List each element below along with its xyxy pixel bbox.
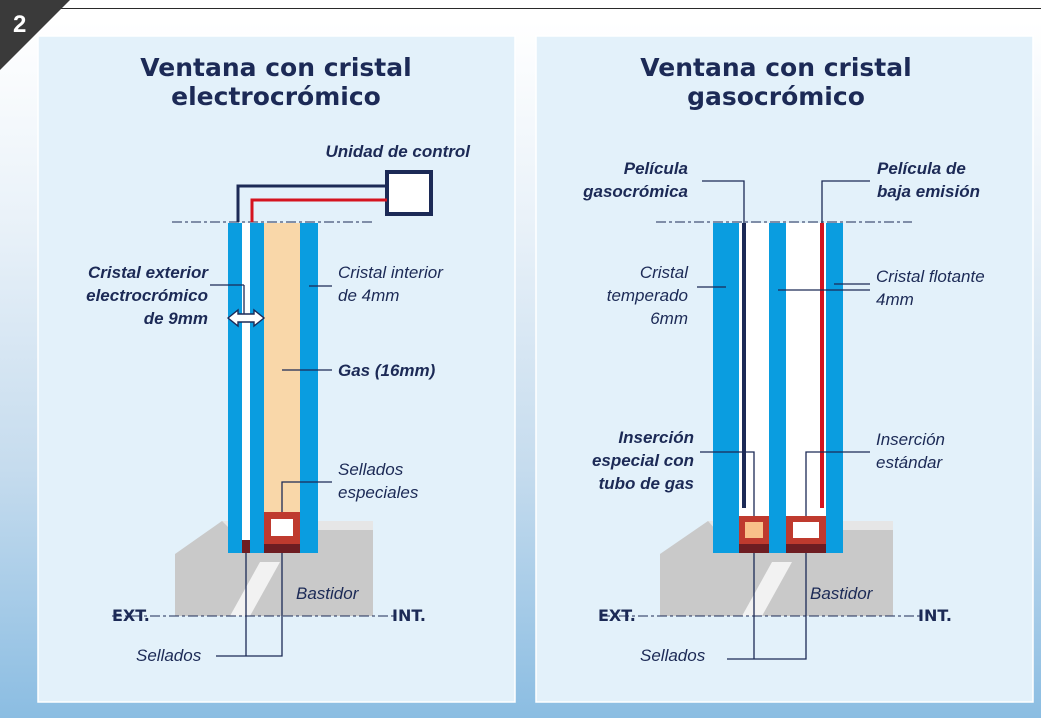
gasochromic-panel: Ventana con cristal gasocrómico Pelí bbox=[535, 35, 1034, 703]
electrochromic-panel: Ventana con cristal electrocrómico U bbox=[37, 35, 516, 703]
control-unit-box bbox=[385, 170, 433, 216]
tempered-glass-label-3: 6mm bbox=[650, 309, 688, 328]
standard-insert-label-2: estándar bbox=[876, 453, 943, 472]
interior-side-label: INT. bbox=[918, 606, 952, 625]
special-insert-seal bbox=[739, 544, 769, 553]
panel-title-line1: Ventana con cristal bbox=[640, 53, 911, 82]
standard-insert-core bbox=[793, 522, 819, 538]
control-unit-label: Unidad de control bbox=[326, 142, 472, 161]
figure-number: 2 bbox=[13, 11, 26, 38]
panel-title-line2: electrocrómico bbox=[171, 82, 381, 111]
exterior-glass-label-3: de 9mm bbox=[144, 309, 208, 328]
panel-title-line1: Ventana con cristal bbox=[140, 53, 411, 82]
panel-title-line2: gasocrómico bbox=[687, 82, 865, 111]
gasochromic-film bbox=[742, 223, 746, 508]
special-seals-label-2: especiales bbox=[338, 483, 419, 502]
seals-leader-right bbox=[216, 553, 283, 657]
control-wire-red bbox=[250, 198, 387, 222]
interior-glass-label-1: Cristal interior bbox=[338, 263, 444, 282]
exterior-glass-label-1: Cristal exterior bbox=[88, 263, 209, 282]
gas-tube bbox=[745, 522, 763, 538]
low-e-film-leader bbox=[821, 180, 870, 223]
standard-insert-leader bbox=[805, 451, 870, 516]
gasochromic-film-leader bbox=[702, 180, 745, 223]
float-glass-label-1: Cristal flotante bbox=[876, 267, 985, 286]
gasochromic-film-label-1: Película bbox=[624, 159, 688, 178]
seals-label: Sellados bbox=[136, 646, 202, 665]
low-e-film-label-1: Película de bbox=[877, 159, 966, 178]
float-glass bbox=[826, 223, 843, 553]
tempered-glass bbox=[713, 223, 739, 553]
electrochromic-layer bbox=[242, 223, 250, 553]
interior-glass bbox=[300, 223, 318, 553]
figure-number-badge bbox=[0, 0, 70, 70]
special-insert-leader bbox=[700, 451, 755, 516]
frame-label: Bastidor bbox=[810, 584, 874, 603]
exterior-glass-label-2: electrocrómico bbox=[86, 286, 208, 305]
frame-drain-channel bbox=[230, 562, 280, 616]
tempered-glass-label-2: temperado bbox=[607, 286, 688, 305]
special-seals-label-1: Sellados bbox=[338, 460, 404, 479]
spacer-core bbox=[271, 519, 293, 536]
top-frame-line bbox=[60, 8, 1041, 9]
edge-seal bbox=[242, 540, 250, 553]
interior-side-label: INT. bbox=[392, 606, 426, 625]
exterior-glass-inner bbox=[250, 223, 264, 553]
interior-glass-label-2: de 4mm bbox=[338, 286, 399, 305]
float-glass-label-2: 4mm bbox=[876, 290, 914, 309]
thickness-arrow-icon bbox=[226, 308, 266, 328]
standard-insert-seal bbox=[786, 544, 826, 553]
seals-leader-right bbox=[727, 553, 807, 660]
gas-label: Gas (16mm) bbox=[338, 361, 436, 380]
special-insert-label-3: tubo de gas bbox=[599, 474, 694, 493]
special-insert-label-1: Inserción bbox=[618, 428, 694, 447]
tempered-glass-label-1: Cristal bbox=[640, 263, 689, 282]
exterior-side-label: EXT. bbox=[598, 606, 636, 625]
gasochromic-film-label-2: gasocrómica bbox=[582, 182, 688, 201]
control-wire-dark bbox=[236, 184, 387, 222]
low-e-film-label-2: baja emisión bbox=[877, 182, 980, 201]
special-seals-leader bbox=[281, 481, 332, 512]
standard-insert-label-1: Inserción bbox=[876, 430, 945, 449]
special-insert-label-2: especial con bbox=[592, 451, 694, 470]
frame-label: Bastidor bbox=[296, 584, 360, 603]
exterior-side-label: EXT. bbox=[112, 606, 150, 625]
secondary-seal bbox=[264, 544, 300, 553]
middle-glass bbox=[769, 223, 786, 553]
exterior-glass bbox=[228, 223, 242, 553]
low-emission-film bbox=[820, 223, 824, 508]
seals-label: Sellados bbox=[640, 646, 706, 665]
